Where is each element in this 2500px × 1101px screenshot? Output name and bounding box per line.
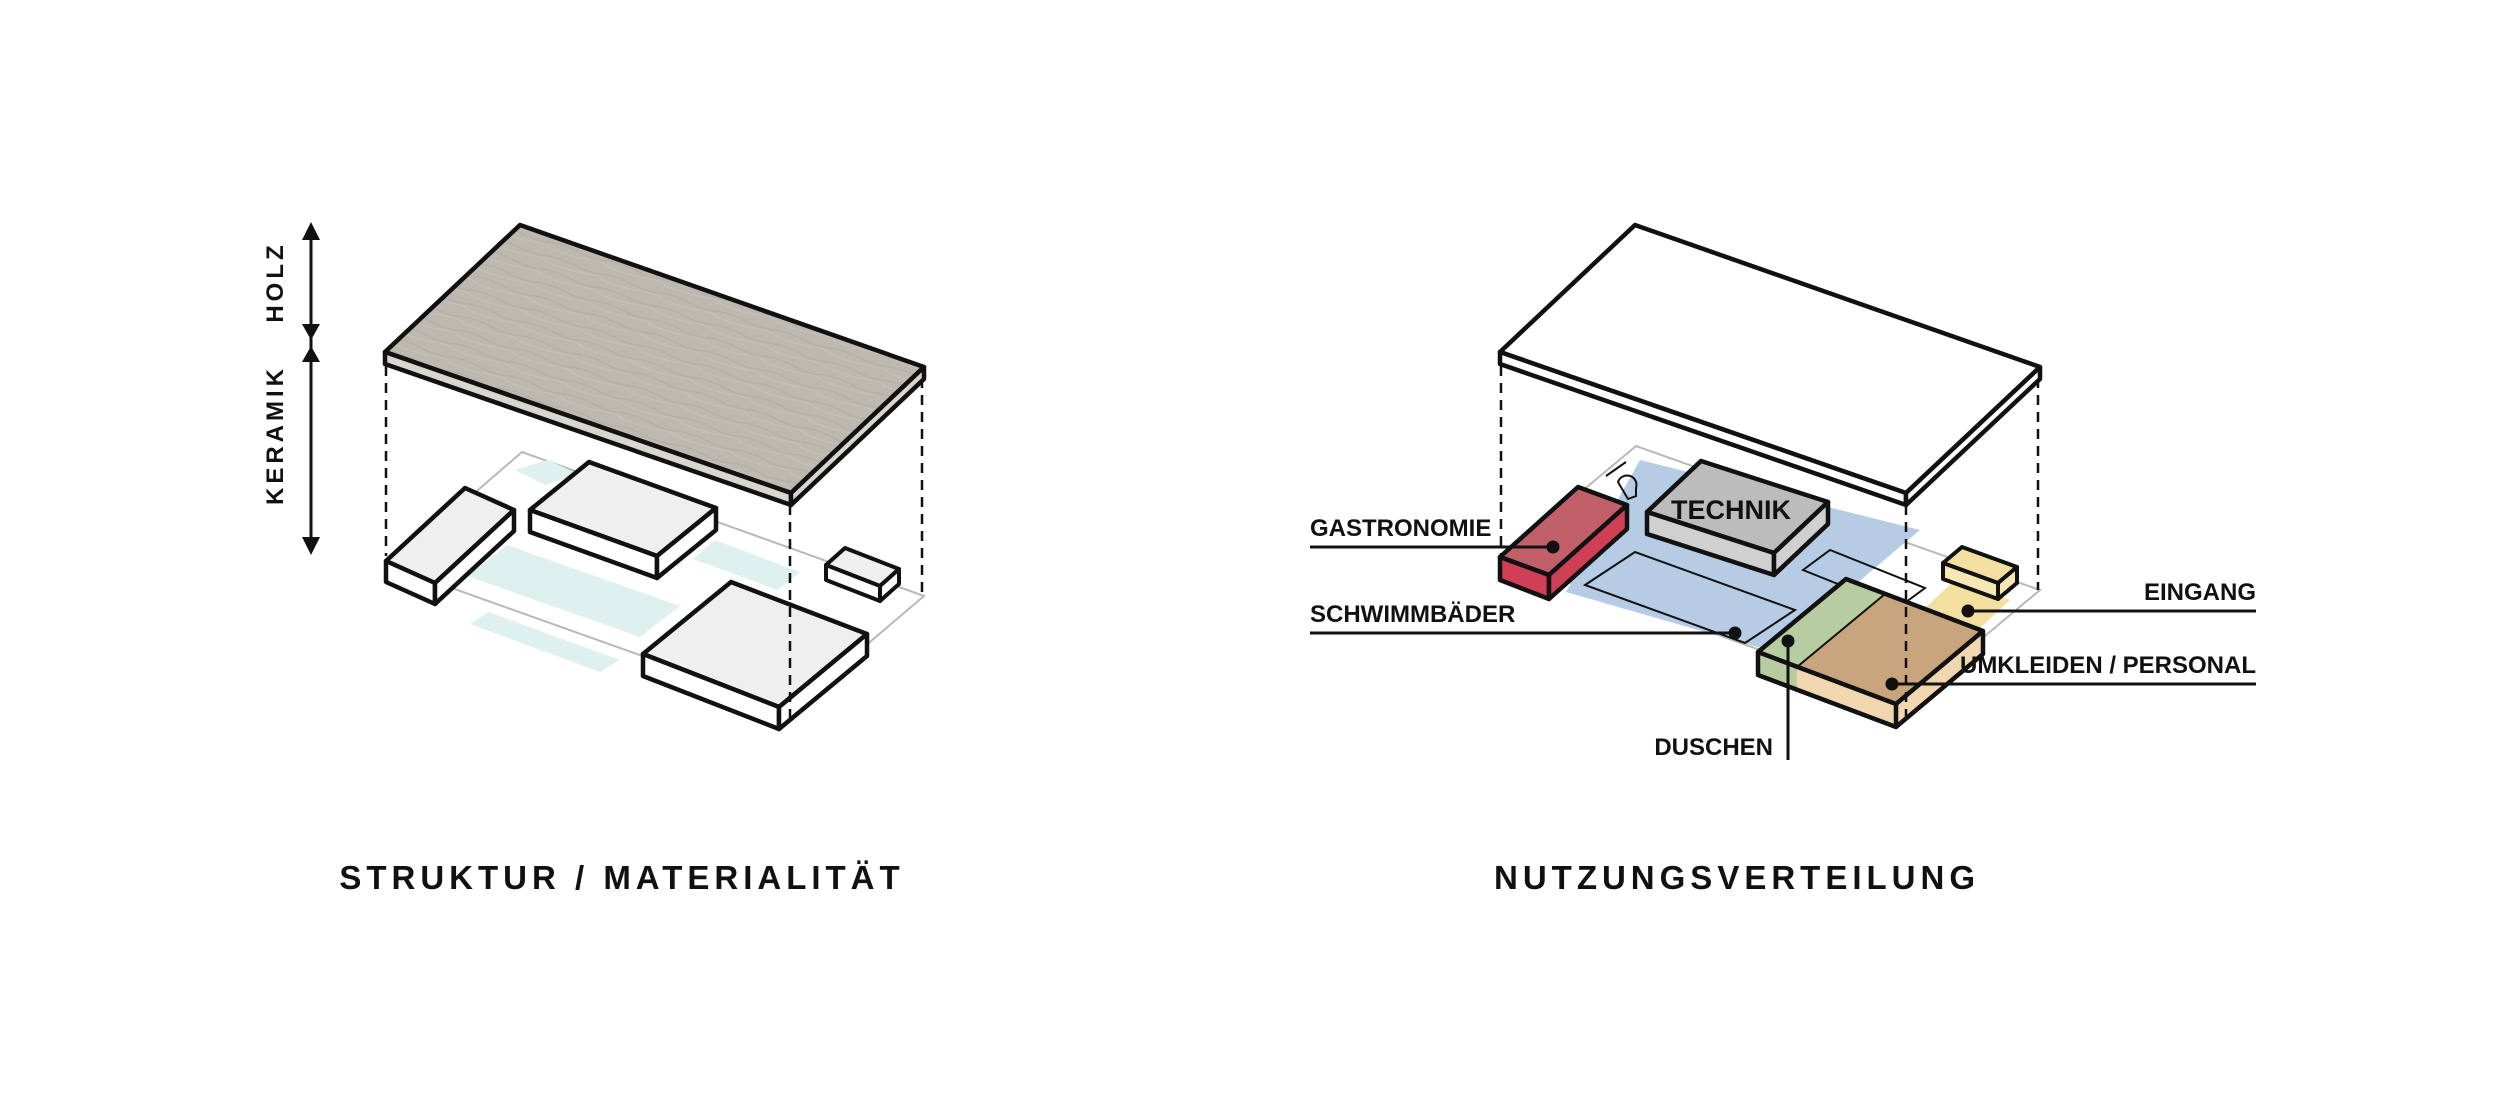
dimension-label-keramik: KERAMIK bbox=[262, 365, 289, 505]
structure-block-b bbox=[527, 459, 719, 581]
label-eingang: EINGANG bbox=[2144, 579, 2256, 606]
structure-block-d bbox=[824, 546, 901, 603]
structure-block-c bbox=[640, 579, 870, 732]
technik-label: TECHNIK bbox=[1671, 495, 1791, 525]
zone-eingang-floor bbox=[1925, 580, 2010, 628]
structure-block-a bbox=[383, 485, 517, 607]
dimension-arrowheads bbox=[302, 222, 320, 555]
technik-block bbox=[1644, 458, 1831, 578]
right-diagram-title: NUTZUNGSVERTEILUNG bbox=[1494, 859, 1980, 896]
right-diagram: TECHNIK bbox=[1310, 222, 2256, 896]
callout-leaders bbox=[1310, 545, 2256, 760]
left-diagram: HOLZ KERAMIK STRUKTUR / MATERIALITÄT bbox=[262, 222, 927, 896]
roof-supports bbox=[384, 366, 924, 720]
label-schwimmbaeder: SCHWIMMBÄDER bbox=[1310, 601, 1515, 628]
roof-slab-wood bbox=[382, 222, 927, 508]
roof-slab bbox=[1497, 222, 2043, 508]
pool-areas bbox=[467, 460, 800, 672]
eingang-block bbox=[1941, 545, 2019, 601]
callout-dots bbox=[1546, 540, 1975, 691]
dimension-label-holz: HOLZ bbox=[262, 241, 289, 322]
label-duschen: DUSCHEN bbox=[1654, 734, 1773, 761]
left-diagram-title: STRUKTUR / MATERIALITÄT bbox=[339, 859, 904, 896]
label-gastronomie: GASTRONOMIE bbox=[1310, 515, 1491, 542]
label-umkleiden-personal: UMKLEIDEN / PERSONAL bbox=[1960, 652, 2256, 679]
gastronomie-block bbox=[1497, 484, 1630, 602]
